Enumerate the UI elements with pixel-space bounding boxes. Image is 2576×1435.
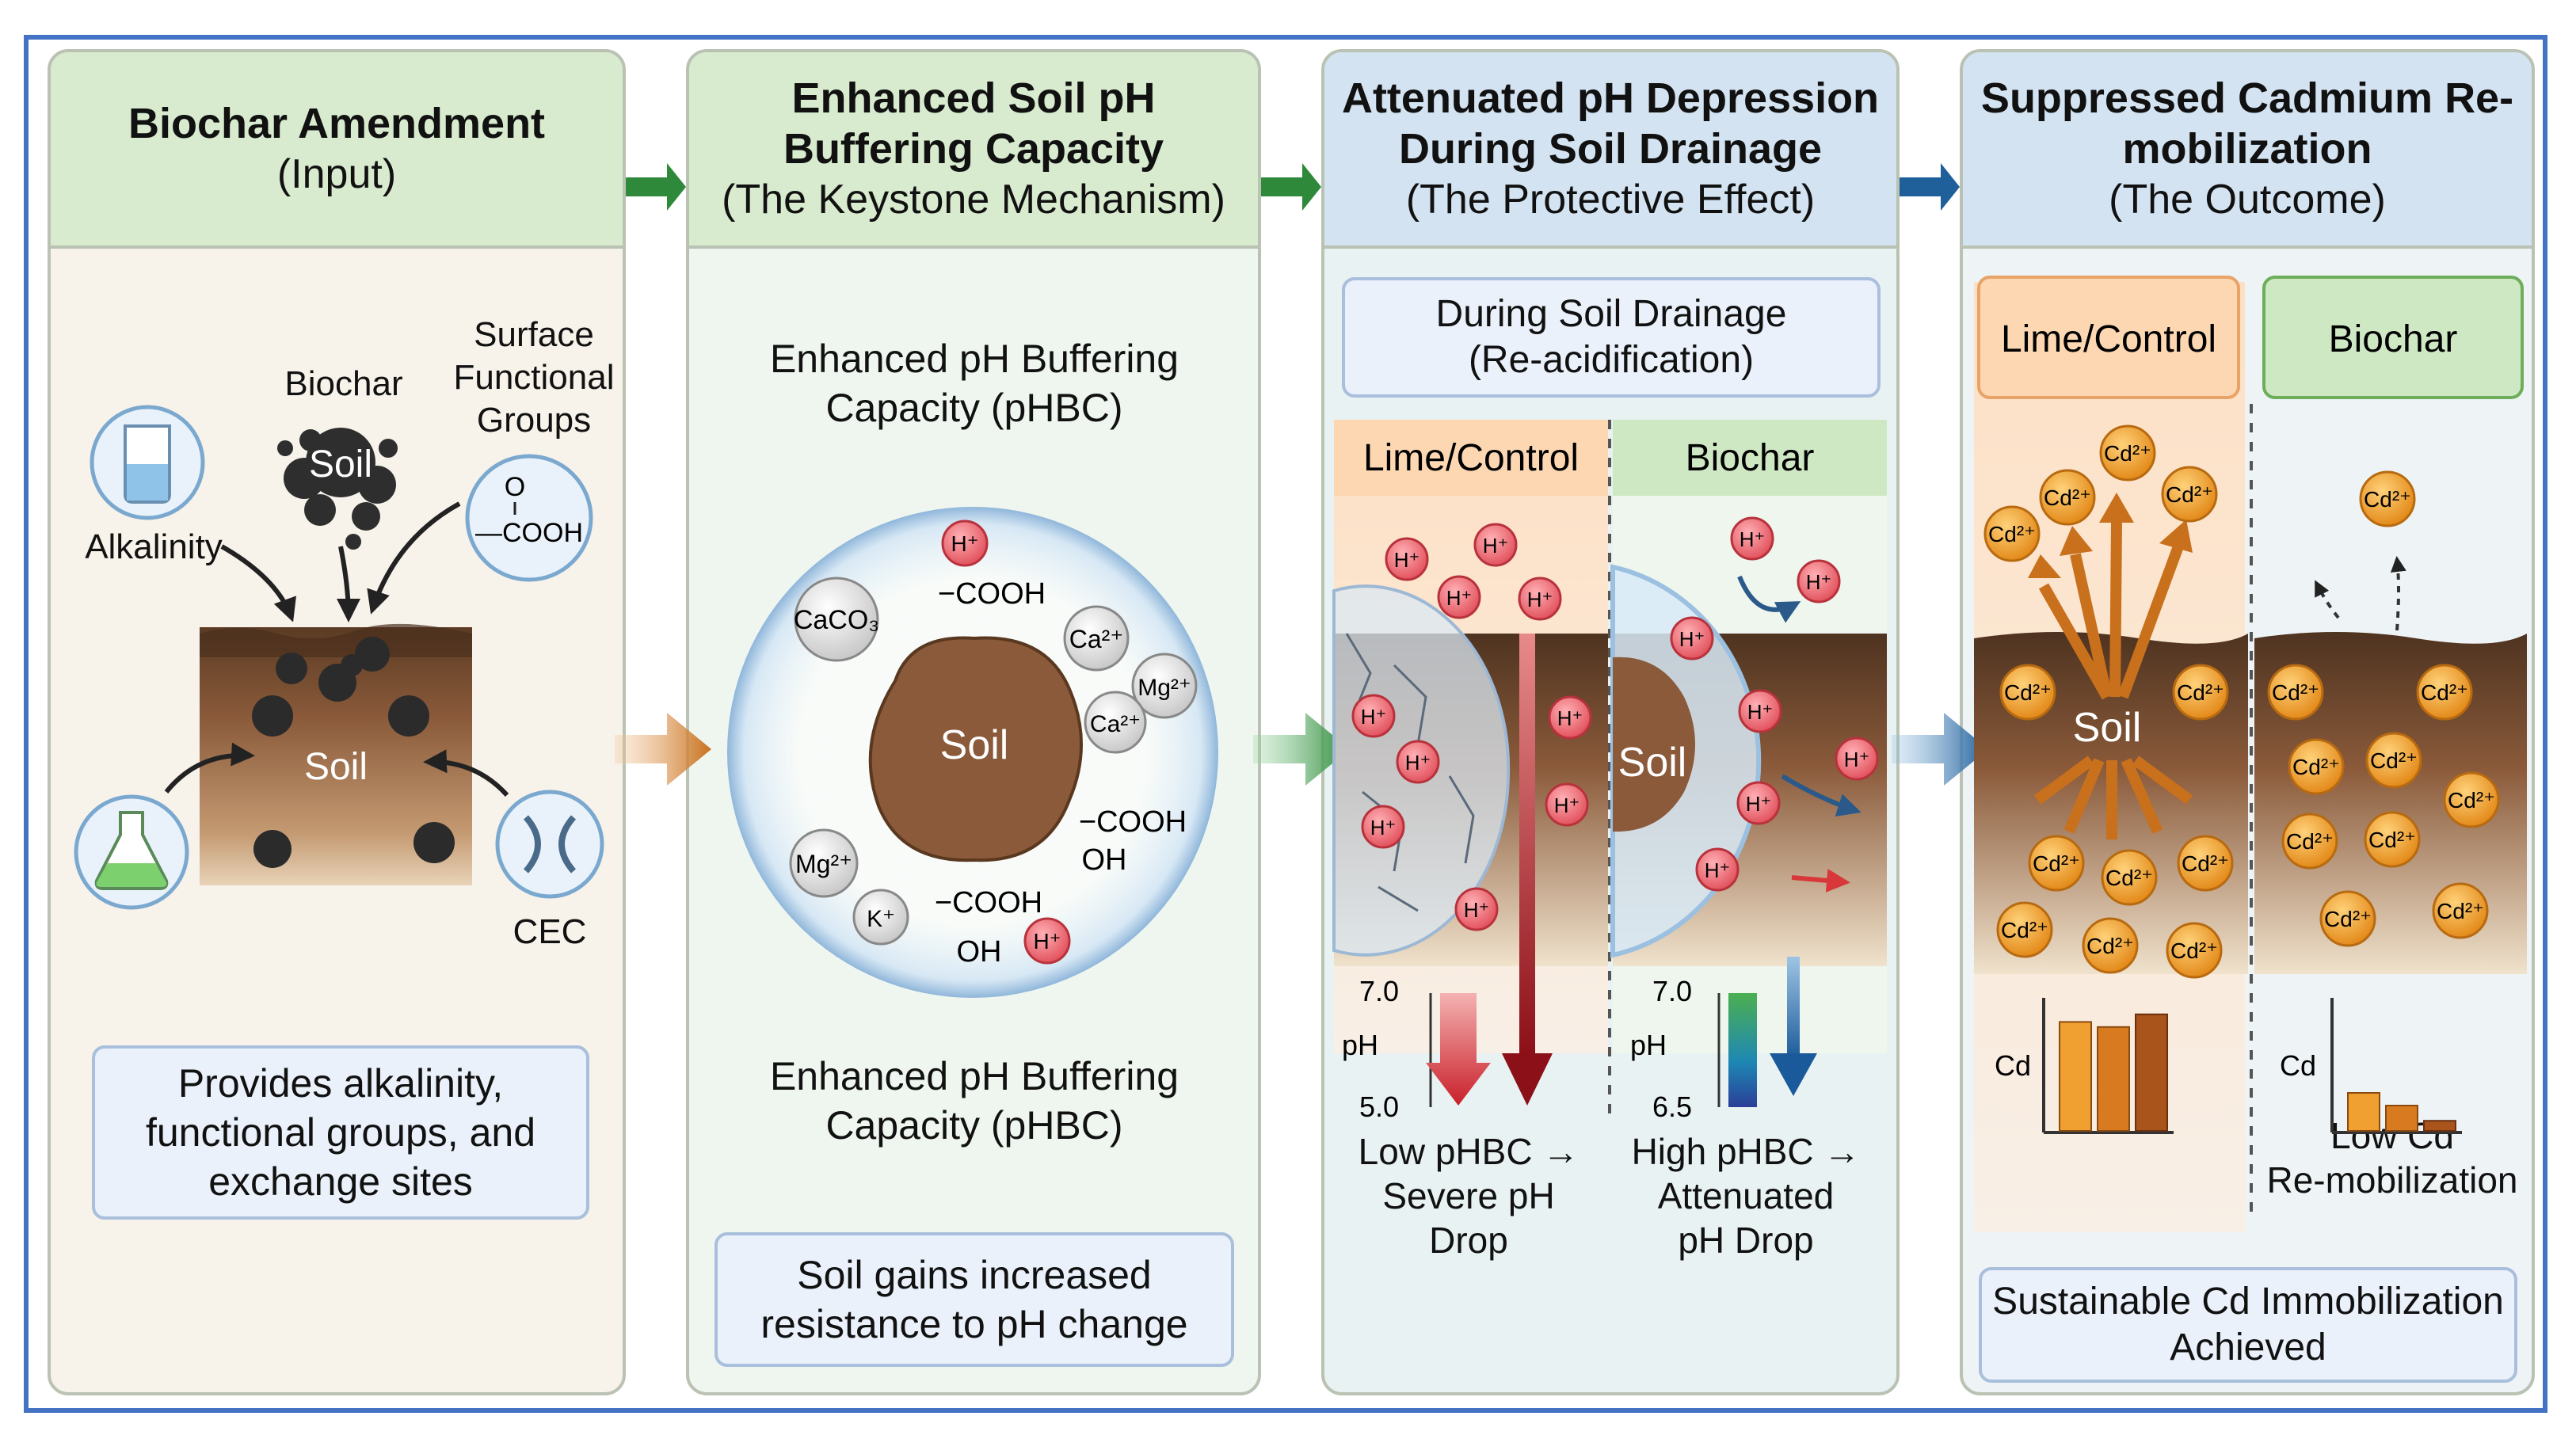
biochar-label: Biochar [284, 364, 403, 403]
drainage-box: During Soil Drainage (Re-acidification) [1342, 277, 1881, 398]
panel-1-title: Biochar Amendment [128, 100, 546, 147]
phbc-top-label: Enhanced pH Buffering Capacity (pHBC) [769, 337, 1179, 430]
panel-1-header: Biochar Amendment (Input) [51, 52, 623, 249]
phbc-bottom-label: Enhanced pH Buffering Capacity (pHBC) [769, 1054, 1179, 1148]
panel-buffering-capacity: Enhanced Soil pH Buffering Capacity (The… [686, 49, 1261, 1395]
panel-4-title: Suppressed Cadmium Re-mobilization [1980, 74, 2514, 173]
panel-3-title: Attenuated pH Depression During Soil Dra… [1341, 74, 1880, 173]
panel-attenuated-ph: Attenuated pH Depression During Soil Dra… [1321, 49, 1900, 1395]
panel-biochar-amendment: Biochar Amendment (Input) Biochar Surfac… [48, 49, 626, 1395]
panel-4-subtitle: (The Outcome) [2109, 177, 2386, 223]
panel-2-title: Enhanced Soil pH Buffering Capacity [783, 74, 1164, 173]
panel-1-summary: Provides alkalinity, functional groups, … [92, 1045, 589, 1220]
panel-cadmium-outcome: Suppressed Cadmium Re-mobilization (The … [1960, 49, 2535, 1395]
panel-1-subtitle: (Input) [276, 151, 397, 197]
panel-3-subtitle: (The Protective Effect) [1405, 177, 1816, 223]
panel-2-subtitle: (The Keystone Mechanism) [722, 177, 1225, 223]
cec-label: CEC [513, 912, 587, 951]
alkalinity-label: Alkalinity [85, 527, 223, 566]
high-cd-caption: High Cd Re-mobilization [1976, 1115, 2228, 1201]
low-phbc-caption: Low pHBC → Severe pH Drop [1358, 1131, 1580, 1261]
panel-4-summary: Sustainable Cd Immobilization Achieved [1979, 1267, 2517, 1383]
panel-4-header: Suppressed Cadmium Re-mobilization (The … [1963, 52, 2532, 249]
panel-3-header: Attenuated pH Depression During Soil Dra… [1324, 52, 1896, 249]
high-phbc-caption: High pHBC → Attenuated pH Drop [1631, 1131, 1861, 1261]
low-cd-caption: Low Cd Re-mobilization [2266, 1115, 2518, 1201]
panel-2-summary: Soil gains increased resistance to pH ch… [714, 1232, 1234, 1367]
surface-groups-label: Surface Functional Groups [453, 315, 615, 440]
panel-2-header: Enhanced Soil pH Buffering Capacity (The… [689, 52, 1258, 249]
